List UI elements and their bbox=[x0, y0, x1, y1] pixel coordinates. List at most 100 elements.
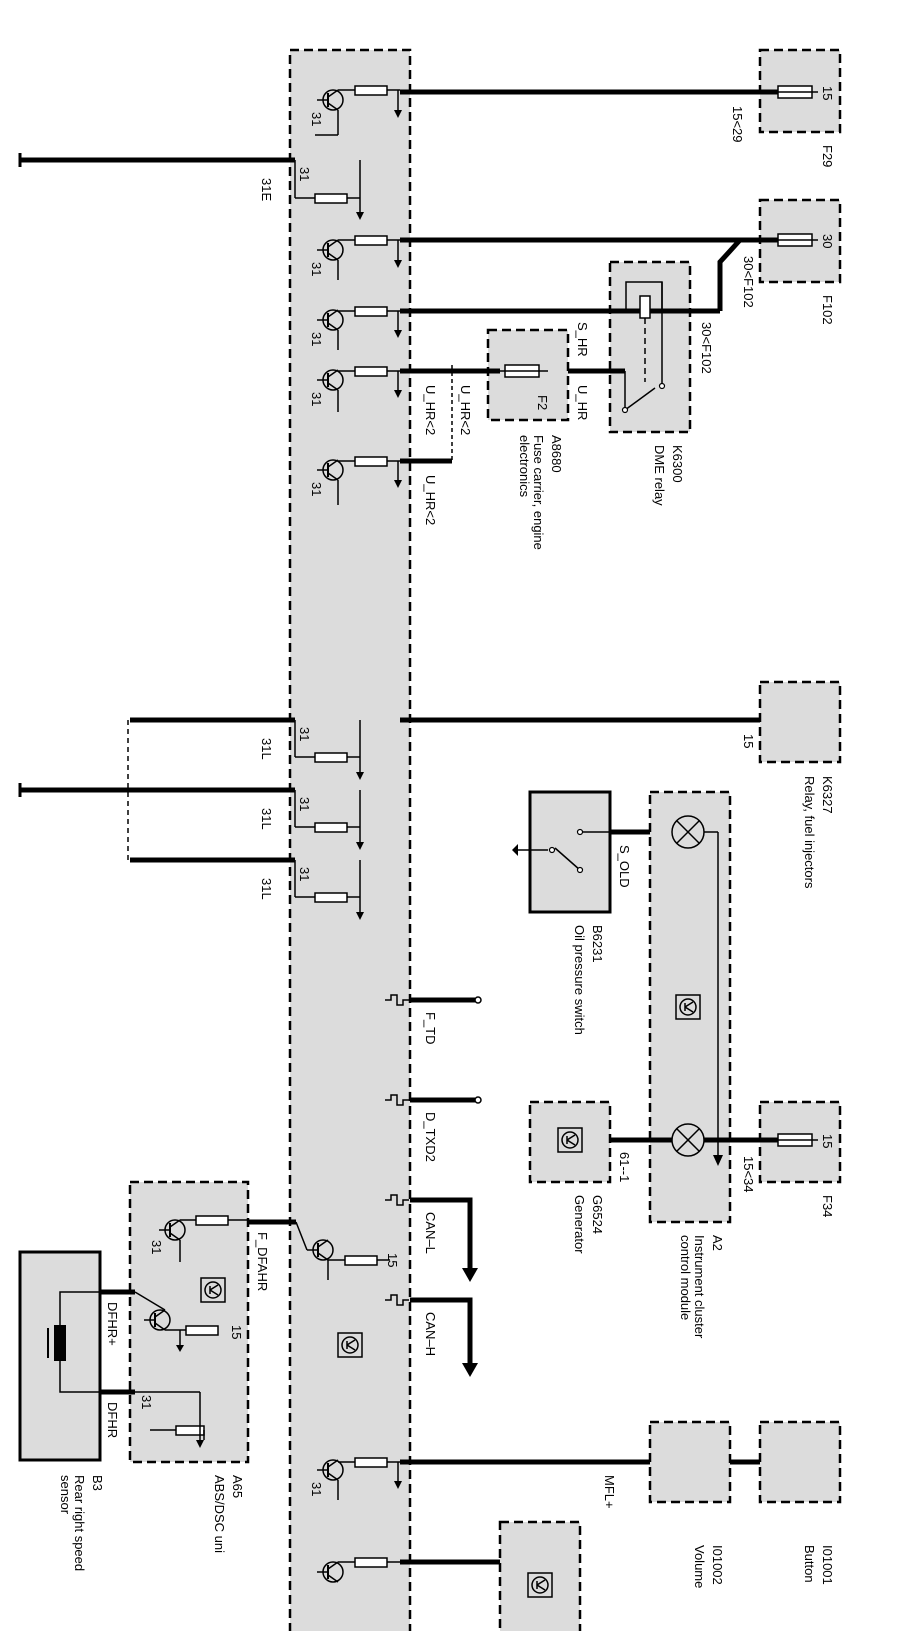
transistor-stage-2 bbox=[316, 235, 402, 280]
fuse-symbol-f34 bbox=[772, 1133, 818, 1147]
ground-stage-31e bbox=[294, 160, 364, 220]
fuse-f29-id: F29 bbox=[820, 145, 835, 167]
filter-symbol-can-h bbox=[385, 1294, 409, 1306]
wire-label-30-f102: 30<F102 bbox=[741, 256, 756, 308]
fuse-symbol-f29 bbox=[772, 85, 818, 99]
fuse-f34-id: F34 bbox=[820, 1195, 835, 1217]
wire-label-30-f102: 30<F102 bbox=[699, 322, 714, 374]
wire-label-s-old: S_OLD bbox=[617, 845, 632, 888]
ground-stage-31l-b bbox=[294, 790, 364, 850]
volume-id: I01002 bbox=[710, 1545, 725, 1585]
wire-can-h bbox=[410, 1297, 473, 1370]
filter-symbol-d-txd2 bbox=[385, 1094, 409, 1106]
instrument-cluster-symbols bbox=[671, 815, 723, 1166]
pin-31-label: 31 bbox=[297, 727, 312, 741]
ground-label-31l: 31L bbox=[259, 808, 274, 830]
instrument-cluster-name-2: control module bbox=[678, 1235, 693, 1320]
pin-31-label: 31 bbox=[309, 262, 324, 276]
filter-symbol-can-l bbox=[385, 1194, 409, 1206]
relay-k6327-name: Relay, fuel injectors bbox=[802, 776, 817, 889]
pin-31-label: 31 bbox=[309, 332, 324, 346]
fuse-f34-pin: 15 bbox=[820, 1134, 835, 1148]
speed-sensor-symbol bbox=[47, 1291, 100, 1393]
pin-31-label: 31 bbox=[309, 392, 324, 406]
pin-31-label: 31 bbox=[297, 167, 312, 181]
wire-can-l bbox=[410, 1197, 473, 1275]
transistor-stage-5 bbox=[316, 456, 402, 505]
speed-sensor-name-2: sensor bbox=[58, 1475, 73, 1515]
wire-label-s-hr: S_HR bbox=[575, 322, 590, 357]
pin-15-label: 15 bbox=[385, 1253, 400, 1267]
ground-label-31e: 31E bbox=[259, 178, 274, 201]
button-id: I01001 bbox=[820, 1545, 835, 1585]
transistor-stage-1 bbox=[315, 85, 402, 136]
wire-label-mfl-plus: MFL+ bbox=[602, 1475, 617, 1509]
abs-id: A65 bbox=[230, 1475, 245, 1498]
filter-symbol-f-td bbox=[385, 994, 409, 1006]
instrument-cluster-name: Instrument cluster bbox=[692, 1235, 707, 1339]
pin-31-label: 31 bbox=[139, 1395, 154, 1409]
fuse-carrier-name-2: electronics bbox=[517, 435, 532, 498]
pin-31-label: 31 bbox=[309, 482, 324, 496]
oil-pressure-switch-box bbox=[528, 790, 612, 914]
wire-label-can-h: CAN–H bbox=[423, 1312, 438, 1356]
fuse-symbol-f102 bbox=[772, 233, 818, 247]
speed-sensor-name: Rear right speed bbox=[72, 1475, 87, 1571]
transistor-stage-3 bbox=[316, 306, 402, 350]
wire-label-15-34: 15<34 bbox=[741, 1156, 756, 1193]
instrument-cluster-id: A2 bbox=[710, 1235, 725, 1251]
transistor-stage-7 bbox=[316, 1457, 402, 1500]
wire-label-u-hr2: U_HR<2 bbox=[423, 475, 438, 525]
relay-k6300-name: DME relay bbox=[652, 445, 667, 506]
wire-label-dfhr-plus: DFHR+ bbox=[105, 1302, 120, 1346]
fuse-carrier-name: Fuse carrier, engine bbox=[531, 435, 546, 550]
pin-31-label: 31 bbox=[297, 867, 312, 881]
fuse-symbol-f2 bbox=[500, 364, 548, 378]
fuse-f2-label: F2 bbox=[535, 395, 550, 410]
wire-label-u-hr2: U_HR<2 bbox=[458, 385, 473, 435]
pin-31-label: 31 bbox=[149, 1240, 164, 1254]
pin-15-label: 15 bbox=[229, 1325, 244, 1339]
relay-k6300-box bbox=[608, 260, 692, 434]
ground-stage-31l-a bbox=[294, 720, 364, 780]
wire-label-15-29: 15<29 bbox=[730, 106, 745, 143]
pin-31-label: 31 bbox=[297, 797, 312, 811]
instrument-cluster-box bbox=[648, 790, 732, 1224]
abs-dsc-internals bbox=[134, 1215, 248, 1448]
wire-label-generator: 61--1 bbox=[617, 1152, 632, 1182]
ground-stage-31l-c bbox=[294, 860, 364, 920]
wire-label-can-l: CAN–L bbox=[423, 1212, 438, 1254]
generator-name: Generator bbox=[572, 1195, 587, 1254]
relay-k6327-box bbox=[758, 680, 842, 764]
volume-control-box bbox=[648, 1420, 732, 1504]
speed-sensor-id: B3 bbox=[90, 1475, 105, 1491]
fuse-f29-pin: 15 bbox=[820, 86, 835, 100]
pin-31-label: 31 bbox=[309, 1482, 324, 1496]
wire-label-u-hr2: U_HR<2 bbox=[423, 385, 438, 435]
wire-label-dfhr: DFHR bbox=[105, 1402, 120, 1438]
wire-30-f102-jog bbox=[717, 238, 742, 311]
button-box bbox=[758, 1420, 842, 1504]
wire-label-u-hr: U_HR bbox=[575, 385, 590, 420]
fuse-carrier-id: A8680 bbox=[549, 435, 564, 473]
oil-switch-id: B6231 bbox=[590, 925, 605, 963]
volume-name: Volume bbox=[692, 1545, 707, 1588]
ground-label-31l: 31L bbox=[259, 878, 274, 900]
button-name: Button bbox=[802, 1545, 817, 1583]
relay-k6327-pin: 15 bbox=[741, 734, 756, 748]
engine-control-module-box bbox=[288, 48, 412, 1631]
oil-switch-name: Oil pressure switch bbox=[572, 925, 587, 1035]
relay-k6327-id: K6327 bbox=[820, 776, 835, 814]
wire-label-d-txd2: D_TXD2 bbox=[423, 1112, 438, 1162]
fuse-f102-pin: 30 bbox=[820, 234, 835, 248]
relay-k6300-id: K6300 bbox=[670, 445, 685, 483]
abs-name: ABS/DSC uni bbox=[212, 1475, 227, 1553]
generator-id: G6524 bbox=[590, 1195, 605, 1234]
wire-label-f-td: F_TD bbox=[423, 1012, 438, 1045]
fuse-f102-id: F102 bbox=[820, 295, 835, 325]
pin-31-label: 31 bbox=[309, 112, 324, 126]
transistor-stage-6 bbox=[295, 1221, 390, 1280]
dme-relay-symbol bbox=[621, 281, 666, 414]
